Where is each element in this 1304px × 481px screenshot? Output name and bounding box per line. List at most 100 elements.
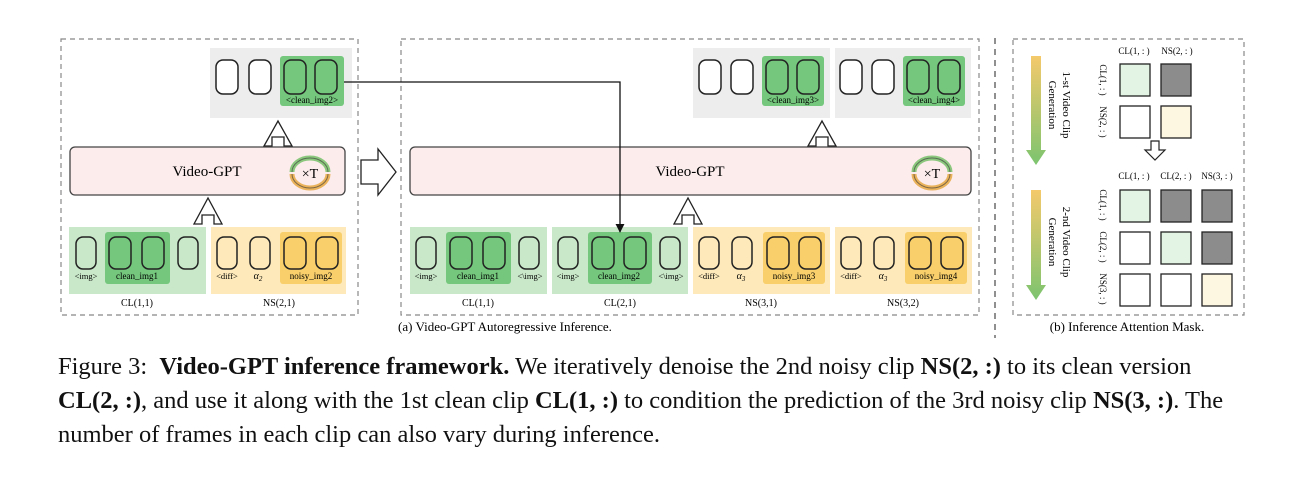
output-token xyxy=(871,59,895,95)
input-token xyxy=(731,236,753,270)
output-token xyxy=(314,59,338,95)
input-token xyxy=(557,236,579,270)
input-token xyxy=(908,236,932,270)
caption-text: to condition the prediction xyxy=(624,387,884,414)
panel-a-right-frame xyxy=(400,38,980,316)
col-header: CL(2, : ) xyxy=(1160,171,1191,181)
clip-label: CL(1,1) xyxy=(462,298,494,309)
mask-cell xyxy=(1201,273,1233,307)
clip-label: NS(3,1) xyxy=(745,298,777,309)
mask-cell xyxy=(1160,105,1192,139)
video-gpt-box-left xyxy=(69,146,346,196)
col-header: CL(1, : ) xyxy=(1118,46,1149,56)
figure-caption: Figure 3: Video-GPT inference framework.… xyxy=(58,350,1250,452)
caption-text: We iteratively denoise the 2nd noisy cli… xyxy=(515,353,915,380)
output-token xyxy=(796,59,820,95)
inference-diagram: <clean_img2> Video-GPT ×T <img> clean_im… xyxy=(60,38,1245,338)
token-label: <\img> xyxy=(658,271,683,281)
alpha-label: α2 xyxy=(254,271,263,283)
input-token xyxy=(216,236,238,270)
output-token xyxy=(730,59,754,95)
panel-a-left-frame xyxy=(60,38,359,316)
row-header: CL(2, : ) xyxy=(1098,231,1108,262)
caption-prefix: Figure 3: xyxy=(58,353,148,380)
token-label: <diff> xyxy=(216,271,238,281)
loop-label-right: ×T xyxy=(924,167,941,182)
feedback-connector xyxy=(344,81,625,233)
gradient-down-arrow xyxy=(1026,190,1046,300)
caption-text: to xyxy=(1007,353,1027,380)
mask-cell xyxy=(1160,63,1192,97)
col-header: NS(2, : ) xyxy=(1161,46,1192,56)
caption-math: CL(1, :) xyxy=(534,387,618,414)
output-token xyxy=(215,59,239,95)
mask-cell xyxy=(1119,273,1151,307)
input-token xyxy=(249,236,271,270)
model-label-right: Video-GPT xyxy=(655,164,724,180)
row-header: CL(1, : ) xyxy=(1098,64,1108,95)
token-label: clean_img1 xyxy=(457,271,499,281)
input-token xyxy=(623,236,647,270)
mask-cell xyxy=(1160,231,1192,265)
mask-cell xyxy=(1119,189,1151,223)
row-header: CL(1, : ) xyxy=(1098,189,1108,220)
output-token xyxy=(839,59,863,95)
output-token xyxy=(283,59,307,95)
token-label: <img> xyxy=(557,271,580,281)
panel-b-caption: (b) Inference Attention Mask. xyxy=(1050,319,1205,334)
output-label: <clean_img3> xyxy=(767,95,819,105)
row-header: NS(2, : ) xyxy=(1098,106,1108,137)
model-label-left: Video-GPT xyxy=(172,164,241,180)
left-output-label: <clean_img2> xyxy=(286,95,338,105)
output-token xyxy=(248,59,272,95)
token-label: <img> xyxy=(415,271,438,281)
token-label: clean_img2 xyxy=(598,271,640,281)
token-label: noisy_img4 xyxy=(915,271,958,281)
caption-text: , and use it along with the 1st clean cl… xyxy=(141,387,529,414)
input-token xyxy=(482,236,506,270)
loop-icon xyxy=(911,155,953,191)
input-token xyxy=(75,236,97,270)
input-token xyxy=(177,236,199,270)
input-token xyxy=(449,236,473,270)
input-token xyxy=(108,236,132,270)
input-token xyxy=(873,236,895,270)
col-header: CL(1, : ) xyxy=(1118,171,1149,181)
output-token xyxy=(937,59,961,95)
mask-cell xyxy=(1119,231,1151,265)
input-token xyxy=(659,236,681,270)
alpha-label: α3 xyxy=(879,271,888,283)
input-token xyxy=(940,236,964,270)
up-arrow xyxy=(806,119,838,147)
up-arrow xyxy=(262,119,294,147)
input-token xyxy=(141,236,165,270)
clip-label: CL(2,1) xyxy=(604,298,636,309)
video-gpt-box-right xyxy=(409,146,972,196)
caption-text: of the 3rd noisy clip xyxy=(889,387,1087,414)
caption-math: NS(2, :) xyxy=(920,353,1001,380)
token-label: <img> xyxy=(75,271,98,281)
stage2-label: 2-nd Video ClipGeneration xyxy=(1046,207,1072,278)
output-token xyxy=(906,59,930,95)
alpha-label: α3 xyxy=(737,271,746,283)
input-token xyxy=(518,236,540,270)
token-label: noisy_img2 xyxy=(290,271,333,281)
input-token xyxy=(415,236,437,270)
token-label: noisy_img3 xyxy=(773,271,816,281)
input-token xyxy=(766,236,790,270)
output-label: <clean_img4> xyxy=(908,95,960,105)
stage1-label: 1-st Video ClipGeneration xyxy=(1046,72,1072,139)
gradient-down-arrow xyxy=(1026,56,1046,165)
mask-cell xyxy=(1201,231,1233,265)
clip-label: NS(2,1) xyxy=(263,298,295,309)
mask-cell xyxy=(1119,63,1151,97)
input-token xyxy=(315,236,339,270)
up-arrow xyxy=(192,196,224,225)
token-label: clean_img1 xyxy=(116,271,158,281)
output-token xyxy=(698,59,722,95)
clip-label: CL(1,1) xyxy=(121,298,153,309)
caption-text: . The number of frames in each clip can … xyxy=(58,387,1224,448)
caption-math: CL(2, :) xyxy=(58,387,142,414)
input-token xyxy=(798,236,822,270)
output-token xyxy=(765,59,789,95)
